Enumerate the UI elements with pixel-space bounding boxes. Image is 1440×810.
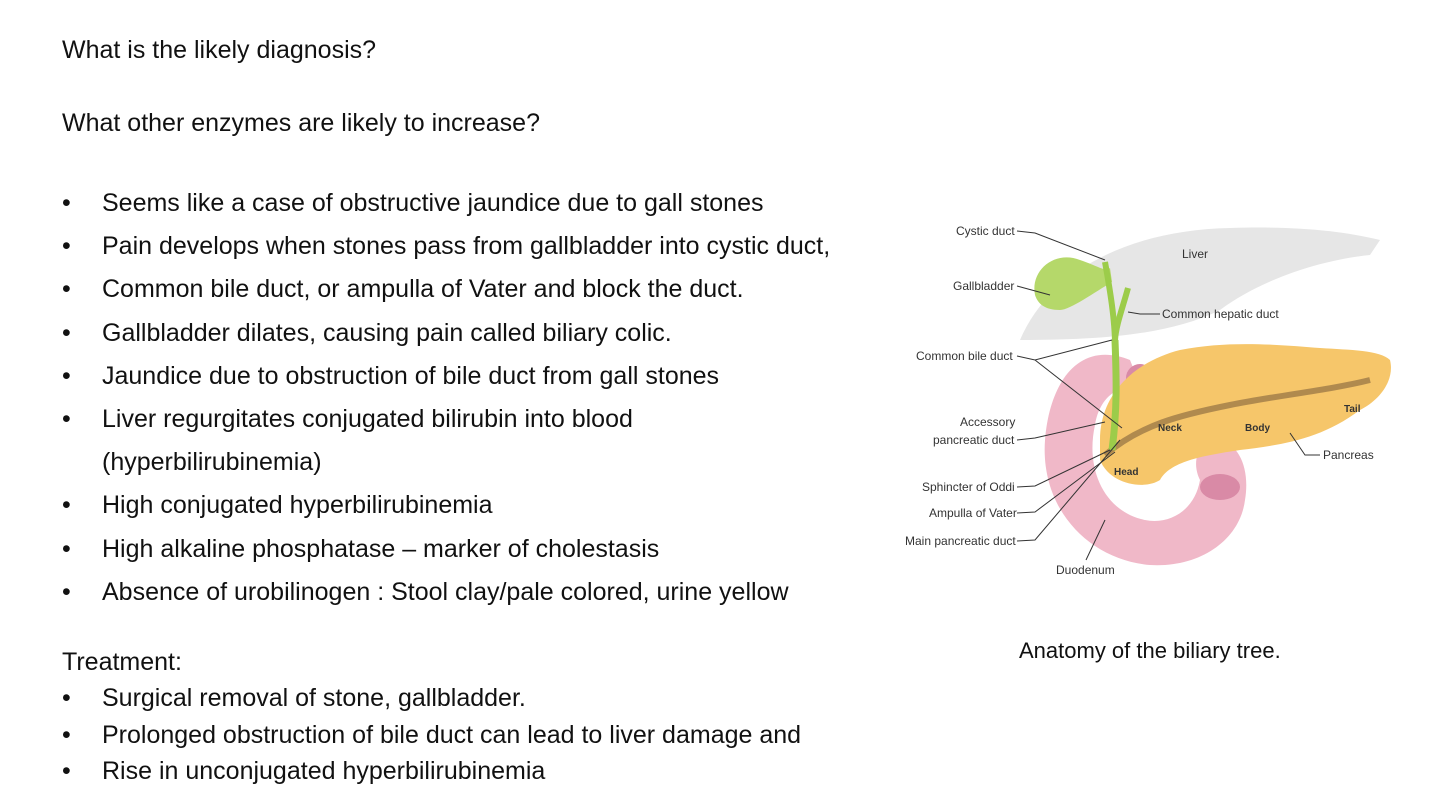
bullet-icon: • <box>62 577 71 606</box>
list-item: • Rise in unconjugated hyperbilirubinemia <box>62 753 912 790</box>
leader-ampulla <box>1016 451 1116 514</box>
label-accessory-1: Accessory <box>960 415 1015 429</box>
leader-cystic <box>1016 230 1106 261</box>
label-body: Body <box>1245 423 1270 434</box>
bullet-icon: • <box>62 318 71 347</box>
leader-duodenum <box>1085 519 1106 561</box>
bullet-icon: • <box>62 534 71 563</box>
list-item: • High alkaline phosphatase – marker of c… <box>62 528 912 571</box>
label-ampulla: Ampulla of Vater <box>929 506 1017 520</box>
list-item: • Jaundice due to obstruction of bile duc… <box>62 355 912 398</box>
biliary-anatomy-diagram: Cystic duct Liver Gallbladder Common hep… <box>905 224 1391 577</box>
finding-text: High conjugated hyperbilirubinemia <box>102 491 493 520</box>
gallbladder-shape <box>1034 257 1112 310</box>
label-cystic-duct: Cystic duct <box>956 224 1015 238</box>
finding-text: Gallbladder dilates, causing pain called… <box>102 318 672 347</box>
bullet-icon: • <box>62 361 71 390</box>
list-item: • Surgical removal of stone, gallbladder. <box>62 680 912 717</box>
treatment-text: Prolonged obstruction of bile duct can l… <box>102 720 802 749</box>
list-item: • Gallbladder dilates, causing pain calle… <box>62 312 912 355</box>
leader-pancreas <box>1289 432 1320 456</box>
bullet-icon: • <box>62 491 71 520</box>
bullet-icon: • <box>62 684 71 712</box>
bullet-icon: • <box>62 720 71 749</box>
list-item: • Prolonged obstruction of bile duct can … <box>62 717 912 754</box>
findings-list: • Seems like a case of obstructive jaundi… <box>62 182 912 614</box>
leader-sphincter <box>1016 449 1111 488</box>
bullet-icon: • <box>62 275 71 304</box>
question-diagnosis: What is the likely diagnosis? <box>62 36 377 64</box>
leader-cbd2 <box>1034 359 1123 429</box>
leader-main-duct <box>1016 439 1121 542</box>
bullet-icon: • <box>62 757 71 785</box>
finding-text: Seems like a case of obstructive jaundic… <box>102 189 764 217</box>
bullet-icon: • <box>62 232 71 261</box>
label-liver: Liver <box>1182 247 1208 261</box>
list-item: • Common bile duct, or ampulla of Vater a… <box>62 268 912 311</box>
pancreatic-duct <box>1103 377 1371 458</box>
label-head: Head <box>1114 467 1138 478</box>
label-sphincter: Sphincter of Oddi <box>922 480 1015 494</box>
leader-gallbladder <box>1016 285 1051 296</box>
leader-accessory <box>1016 421 1106 441</box>
common-bile-duct <box>1108 339 1120 451</box>
treatment-text: Rise in unconjugated hyperbilirubinemia <box>102 757 546 785</box>
diagram-caption: Anatomy of the biliary tree. <box>1019 638 1281 663</box>
duodenum-lumen-bottom <box>1200 474 1240 500</box>
list-item: • Absence of urobilinogen : Stool clay/pa… <box>62 571 912 614</box>
finding-text: Common bile duct, or ampulla of Vater an… <box>102 275 744 304</box>
treatment-heading: Treatment: <box>62 648 182 676</box>
treatment-list: • Surgical removal of stone, gallbladder.… <box>62 680 912 790</box>
finding-text: High alkaline phosphatase – marker of ch… <box>102 534 660 563</box>
list-item: • High conjugated hyperbilirubinemia <box>62 484 912 527</box>
hepatic-duct <box>1112 287 1131 341</box>
label-pancreas: Pancreas <box>1323 448 1374 462</box>
bullet-icon: • <box>62 405 71 434</box>
bullet-icon: • <box>62 189 71 217</box>
leader-hepatic <box>1127 311 1160 315</box>
label-main-duct: Main pancreatic duct <box>905 534 1016 548</box>
label-tail: Tail <box>1344 404 1361 415</box>
list-item: • Seems like a case of obstructive jaundi… <box>62 182 912 225</box>
finding-text: Absence of urobilinogen : Stool clay/pal… <box>102 577 789 606</box>
list-item: • Pain develops when stones pass from gal… <box>62 225 912 268</box>
finding-text: Jaundice due to obstruction of bile duct… <box>102 361 720 390</box>
label-common-hepatic-duct: Common hepatic duct <box>1162 307 1279 321</box>
pancreas-shape <box>1100 344 1391 485</box>
label-neck: Neck <box>1158 423 1182 434</box>
question-enzymes: What other enzymes are likely to increas… <box>62 109 540 137</box>
treatment-text: Surgical removal of stone, gallbladder. <box>102 684 526 712</box>
label-common-bile-duct: Common bile duct <box>916 349 1013 363</box>
finding-text: Liver regurgitates conjugated bilirubin … <box>102 405 633 477</box>
label-duodenum: Duodenum <box>1056 563 1115 577</box>
list-item: • Liver regurgitates conjugated bilirubin… <box>62 398 722 484</box>
label-accessory-2: pancreatic duct <box>933 433 1015 447</box>
finding-text: Pain develops when stones pass from gall… <box>102 232 831 261</box>
label-gallbladder: Gallbladder <box>953 279 1014 293</box>
